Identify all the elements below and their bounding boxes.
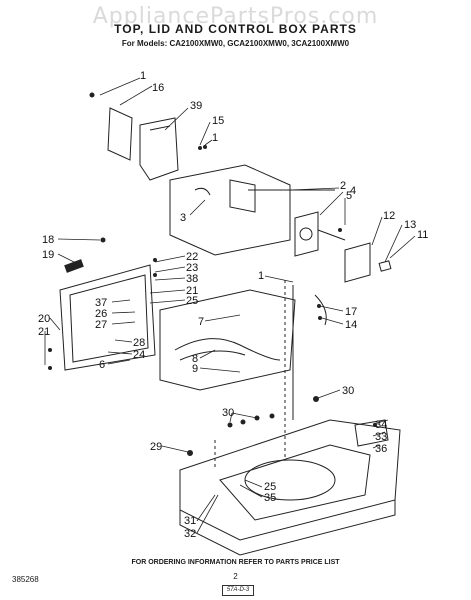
document-number: 385268 [12,575,39,584]
ordering-info: FOR ORDERING INFORMATION REFER TO PARTS … [131,559,340,566]
callout-1b: 1 [212,132,218,144]
callout-30: 30 [342,385,354,397]
callout-9: 9 [192,363,198,375]
callout-38: 38 [186,273,198,285]
callout-34: 34 [375,419,387,431]
callout-25b: 25 [264,481,276,493]
callout-18: 18 [42,234,54,246]
callout-2: 2 [340,180,346,192]
callout-28: 28 [133,337,145,349]
callout-24: 24 [133,349,145,361]
models-line: For Models: CA2100XMW0, GCA2100XMW0, 3CA… [121,39,350,48]
callout-19: 19 [42,249,54,261]
diagram-title: TOP, LID AND CONTROL BOX PARTS [114,22,357,36]
callout-17: 17 [345,306,357,318]
wire-harness-box [159,289,296,391]
callout-25: 25 [186,295,198,307]
callout-37: 37 [95,297,107,309]
callout-5: 5 [346,190,352,202]
callout-39: 39 [190,100,202,112]
callout-8: 8 [192,353,198,365]
callout-11: 11 [417,229,428,241]
callout-29: 29 [150,441,162,453]
callout-15: 15 [212,115,224,127]
callout-6: 6 [99,359,105,371]
callout-13: 13 [404,219,416,231]
callout-26: 26 [95,308,107,320]
callout-1c: 1 [258,270,264,282]
callout-21: 21 [186,285,198,297]
callout-22: 22 [186,251,198,263]
callout-1: 1 [140,70,146,82]
callout-27: 27 [95,319,107,331]
timer-enclosure [169,164,291,256]
callout-16: 16 [152,82,164,94]
callout-36: 36 [375,443,387,455]
console-panel [59,264,156,371]
watermark: AppliancePartsPros.com [92,4,379,29]
callout-35: 35 [264,492,276,504]
callout-23: 23 [186,262,198,274]
control-box [139,117,179,181]
callout-3: 3 [180,212,186,224]
callout-32: 32 [184,528,196,540]
callouts: 1 16 39 15 1 2 4 5 3 12 13 11 18 19 22 2… [38,70,428,540]
callout-21b: 21 [38,326,50,338]
revision-stamp: 57A-D-3 [222,585,254,596]
switch-plate [294,211,319,257]
callout-33: 33 [375,431,387,443]
callout-12: 12 [383,210,395,222]
page-number: 2 [233,572,238,581]
callout-7: 7 [198,316,204,328]
callout-14: 14 [345,319,357,331]
control-panel-bracket [107,107,133,161]
callout-31: 31 [184,515,196,527]
small-panel [344,242,371,283]
callout-20: 20 [38,313,50,325]
callout-4: 4 [350,185,356,197]
callout-30b: 30 [222,407,234,419]
